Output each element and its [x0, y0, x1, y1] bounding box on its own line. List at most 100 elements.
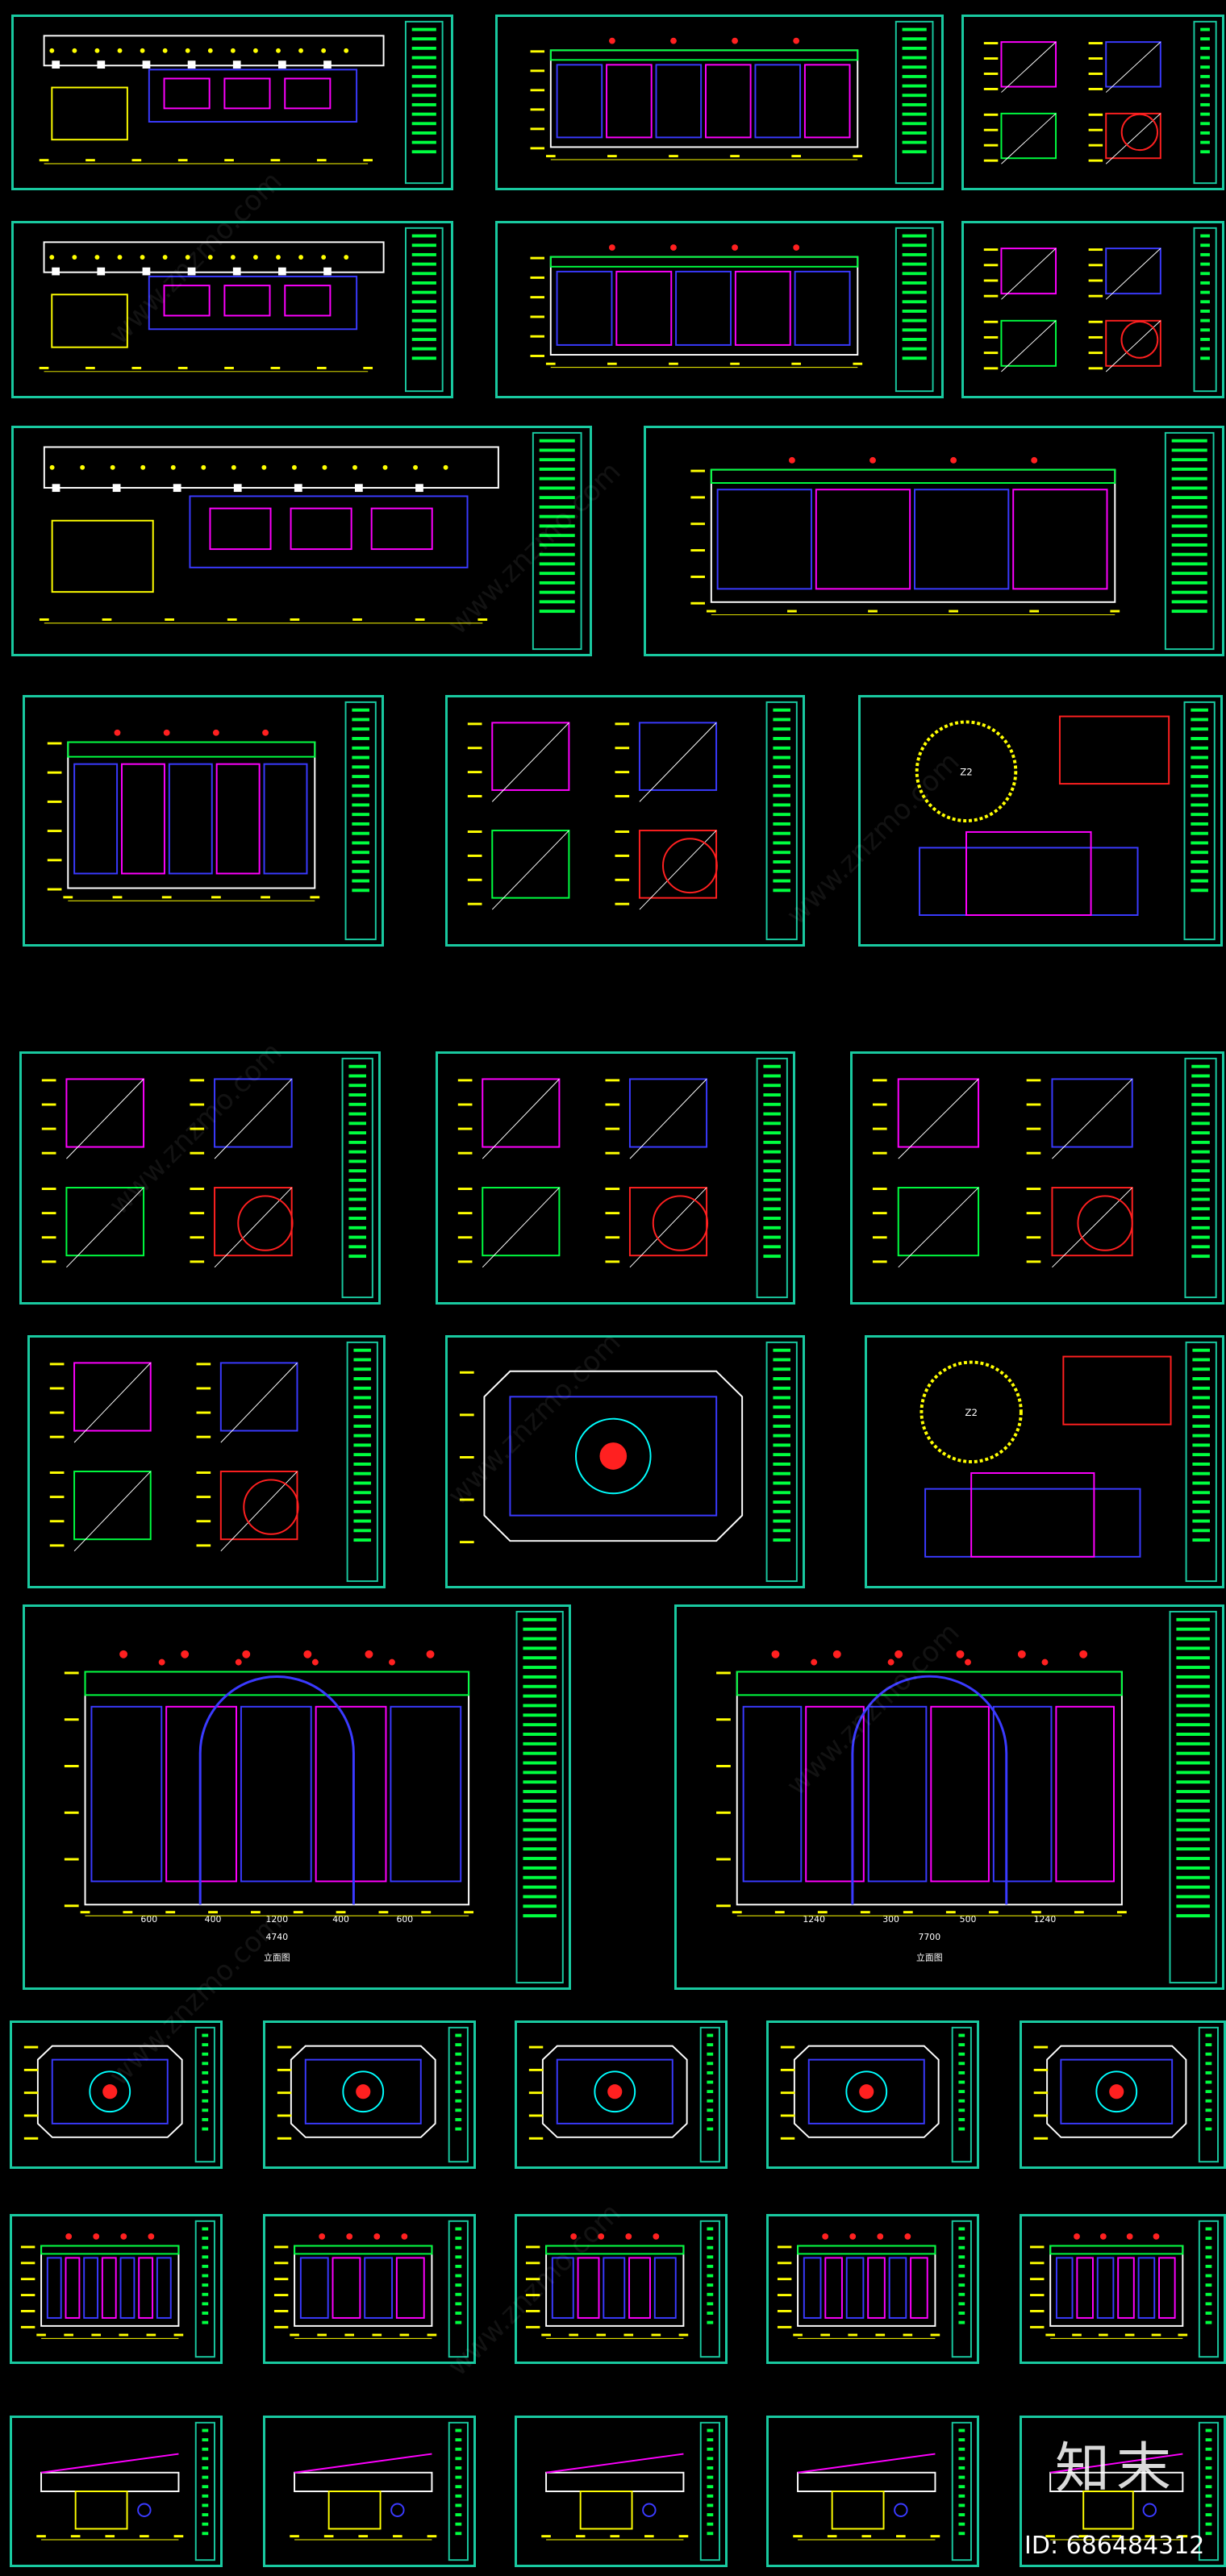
title-block-line — [1191, 1207, 1210, 1211]
title-block-line — [1205, 2466, 1212, 2470]
annotation-tag — [47, 800, 62, 803]
title-block-line — [1205, 2070, 1212, 2075]
annotation-tag — [459, 1498, 474, 1501]
title-block-line — [763, 1150, 782, 1154]
title-block-line — [1176, 1790, 1210, 1794]
column — [52, 484, 60, 493]
dimension-tick — [774, 1911, 785, 1914]
sheet-drawing — [290, 2421, 469, 2561]
title-block-line — [202, 2312, 209, 2315]
elevation-marker — [598, 2233, 605, 2240]
dimension-tick — [293, 1911, 303, 1914]
title-block-line — [1200, 310, 1210, 313]
light-fixture — [253, 48, 258, 53]
title-block-line — [1205, 2265, 1212, 2268]
title-block-line — [1205, 2108, 1212, 2112]
chandelier — [356, 2084, 371, 2100]
title-block-line — [958, 2503, 965, 2507]
title-block-line — [1200, 84, 1210, 88]
annotation-tag — [459, 1371, 474, 1374]
elevation-marker — [670, 244, 677, 251]
hatch-line — [1105, 320, 1161, 372]
sheet-drawing — [872, 1057, 1217, 1299]
dimension-tick — [378, 1911, 389, 1914]
title-block-line — [1200, 243, 1210, 248]
title-block-line — [1191, 727, 1208, 731]
title-block-line — [411, 46, 436, 50]
drawing-sheet-17: Z2 — [865, 1335, 1224, 1588]
annotation-tag — [872, 1188, 887, 1190]
title-block-line — [202, 2127, 209, 2131]
annotation-tag — [196, 1496, 211, 1499]
section-marker — [137, 2503, 152, 2517]
light-fixture — [185, 255, 190, 260]
annotation-tag — [196, 1411, 211, 1414]
light-fixture — [291, 464, 297, 470]
sheet-drawing — [49, 1341, 378, 1583]
title-block-line — [1191, 1074, 1210, 1078]
title-block-line — [523, 1866, 557, 1870]
title-block-line — [202, 2245, 209, 2249]
annotation-tag — [49, 1435, 65, 1438]
column — [232, 60, 241, 69]
title-block-line — [202, 2052, 209, 2056]
title-block-line — [1191, 1159, 1210, 1163]
annotation-tag — [530, 108, 545, 111]
ceiling-tray — [304, 2058, 422, 2124]
title-block — [1169, 1610, 1217, 1984]
dimension-tick — [119, 2333, 129, 2337]
annotation-tag — [23, 2091, 39, 2095]
annotation-tag — [530, 69, 545, 73]
dimension-tick — [131, 366, 142, 369]
title-block-line — [202, 2080, 209, 2084]
title-block-line — [902, 310, 927, 313]
section-line — [545, 2453, 684, 2474]
dimension-label: 600 — [396, 1914, 413, 1925]
sheet-drawing — [1030, 2220, 1220, 2358]
wall-panel — [556, 64, 603, 139]
annotation-tag — [467, 747, 482, 750]
light-fixture — [117, 255, 123, 260]
title-block-line — [352, 775, 369, 779]
section-profile — [40, 2471, 180, 2492]
elevation-marker — [832, 1650, 841, 1658]
title-block-line — [348, 1255, 366, 1259]
detail-block — [897, 1078, 980, 1148]
title-block-line — [902, 94, 927, 98]
light-fixture — [207, 255, 213, 260]
title-block-line — [523, 1799, 557, 1803]
annotation-tag — [530, 89, 545, 92]
wall-panel — [824, 2257, 843, 2319]
annotation-tag — [20, 2325, 35, 2328]
title-block-line — [1200, 262, 1210, 266]
title-block-line — [707, 2513, 714, 2516]
annotation-tag — [190, 1236, 205, 1239]
annotation-tag — [1026, 1127, 1041, 1130]
annotation-tag — [530, 315, 544, 318]
title-block-line — [1205, 2062, 1212, 2066]
dimension-tick — [70, 2535, 81, 2538]
annotation-tag — [530, 335, 544, 338]
title-block-line — [707, 2428, 714, 2432]
title-block-line — [958, 2457, 965, 2461]
dimension-tick — [793, 2535, 803, 2538]
sheet-drawing — [983, 227, 1217, 393]
elevation-marker — [1126, 2233, 1133, 2240]
hatch-line — [1052, 1079, 1133, 1159]
title-block-line — [773, 1462, 791, 1466]
drawing-sheet-25 — [10, 2214, 223, 2364]
title-block-line — [352, 765, 369, 769]
sheet-drawing — [20, 2220, 215, 2358]
dimension-tick — [868, 610, 878, 613]
title-block-line — [1171, 572, 1207, 576]
title-block-line — [411, 281, 436, 285]
annotation-tag — [196, 1520, 211, 1523]
wall-panel — [1158, 2257, 1176, 2319]
annotation-tag — [190, 1127, 205, 1130]
title-block-line — [707, 2080, 714, 2084]
annotation-tag — [196, 1544, 211, 1547]
elevation-marker — [242, 1650, 251, 1658]
light-fixture — [321, 48, 327, 53]
title-block-line — [773, 746, 790, 750]
dimension-tick — [112, 896, 123, 899]
